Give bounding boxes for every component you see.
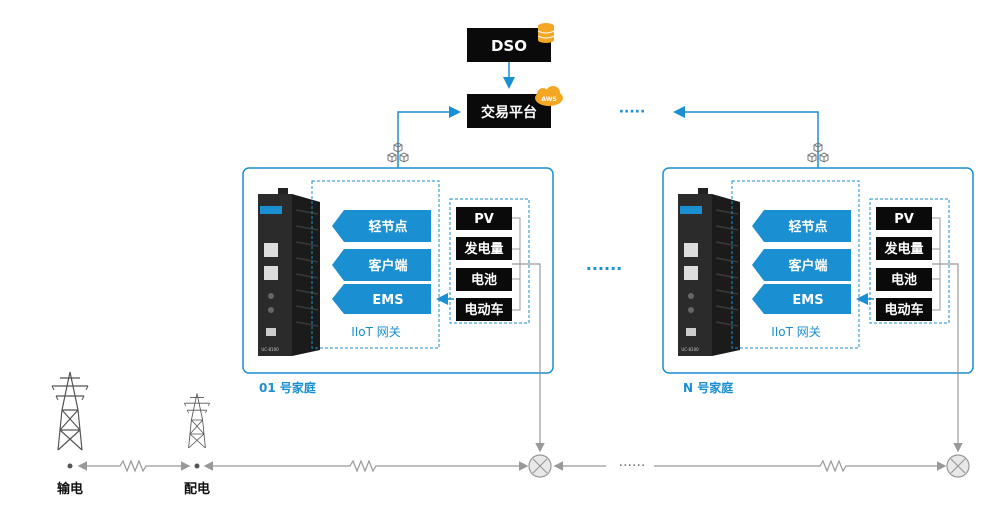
transmission-label: 输电: [57, 481, 83, 497]
middle-ellipsis: ······: [586, 259, 622, 278]
svg-text:电动车: 电动车: [884, 302, 923, 318]
device-ev: 电动车: [876, 298, 932, 321]
device-model-label: UC-8100: [261, 347, 279, 352]
house1-grid-link: [512, 263, 545, 453]
dso-label: DSO: [491, 37, 527, 55]
device-battery: 电池: [456, 268, 512, 291]
device-generation: 发电量: [456, 237, 512, 260]
distribution-tower-icon: [183, 392, 211, 449]
gateway-label: IIoT 网关: [771, 325, 821, 339]
house-panel-n: UC-8100 轻节点 客户端 EMS IIoT 网关 PV 发电量 电池: [662, 167, 974, 453]
grid-ellipsis: ······: [619, 458, 646, 474]
svg-text:轻节点: 轻节点: [788, 219, 827, 235]
device-ev: 电动车: [456, 298, 512, 321]
svg-text:轻节点: 轻节点: [368, 219, 407, 235]
gateway-device-image: UC-8100: [258, 188, 320, 356]
gateway-item-client: 客户端: [332, 249, 431, 281]
meter-icon: [528, 454, 552, 478]
svg-text:客户端: 客户端: [368, 258, 407, 274]
dso-box: DSO: [467, 28, 551, 62]
gateway-item-ems: EMS: [752, 284, 851, 314]
database-icon: [537, 23, 555, 43]
platform-label: 交易平台: [481, 104, 537, 121]
svg-text:PV: PV: [474, 212, 494, 227]
house-panel-1: UC-8100 轻节点 客户端 EMS IIoT 网关 PV 发电量 电池: [242, 167, 554, 453]
transmission-tower-icon: [51, 371, 89, 451]
gateway-label: IIoT 网关: [351, 325, 401, 339]
house-1-caption: 01 号家庭: [259, 380, 316, 395]
svg-text:电池: 电池: [471, 272, 497, 288]
transmission-node: [67, 463, 73, 469]
gateway-item-light-node: 轻节点: [332, 210, 431, 242]
svg-text:PV: PV: [894, 212, 914, 227]
svg-text:客户端: 客户端: [788, 258, 827, 274]
gateway-item-ems: EMS: [332, 284, 431, 314]
houseN-uplink: [673, 106, 819, 168]
svg-text:发电量: 发电量: [463, 241, 503, 257]
device-pv: PV: [456, 207, 512, 230]
houseN-grid-link: [932, 263, 963, 453]
power-line: [77, 459, 947, 473]
house-n-caption: N 号家庭: [683, 380, 733, 395]
distribution-node: [194, 463, 200, 469]
aws-cloud-icon: AWS: [535, 86, 563, 106]
gateway-group: [311, 180, 440, 349]
gateway-item-client: 客户端: [752, 249, 851, 281]
svg-text:电动车: 电动车: [464, 302, 503, 318]
svg-text:EMS: EMS: [792, 293, 823, 308]
svg-text:EMS: EMS: [372, 293, 403, 308]
svg-text:电池: 电池: [891, 272, 917, 288]
svg-text:发电量: 发电量: [883, 241, 923, 257]
distribution-label: 配电: [184, 481, 210, 497]
meter-icon: [946, 454, 970, 478]
gateway-group: [731, 180, 860, 349]
device-battery: 电池: [876, 268, 932, 291]
device-model-label: UC-8100: [681, 347, 699, 352]
top-ellipsis: ·····: [619, 104, 646, 120]
aws-label: AWS: [541, 96, 556, 103]
device-generation: 发电量: [876, 237, 932, 260]
device-group: [449, 198, 530, 324]
device-group: [869, 198, 950, 324]
house1-uplink: [397, 106, 461, 168]
device-pv: PV: [876, 207, 932, 230]
gateway-item-light-node: 轻节点: [752, 210, 851, 242]
gateway-device-image: UC-8100: [678, 188, 740, 356]
